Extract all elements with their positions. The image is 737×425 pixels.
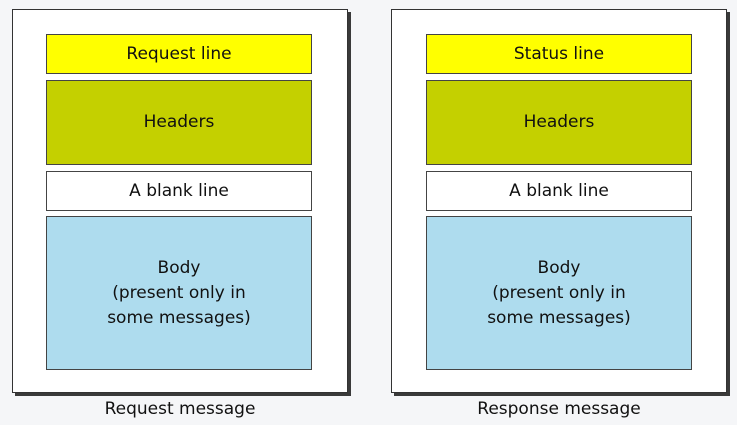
response-blank-line-label: A blank line xyxy=(509,180,609,201)
response-message-caption: Response message xyxy=(477,399,641,419)
request-blank-line-box: A blank line xyxy=(46,171,312,211)
request-body-box: Body (present only in some messages) xyxy=(46,216,312,370)
request-message-panel: Request line Headers A blank line Body (… xyxy=(12,9,348,393)
request-message-caption: Request message xyxy=(104,399,256,419)
response-headers-box: Headers xyxy=(426,80,692,165)
status-line-box: Status line xyxy=(426,34,692,74)
request-line-box: Request line xyxy=(46,34,312,74)
response-body-label: Body (present only in some messages) xyxy=(487,257,631,328)
request-line-label: Request line xyxy=(126,43,232,64)
request-body-label: Body (present only in some messages) xyxy=(107,257,251,328)
request-headers-label: Headers xyxy=(143,112,215,132)
response-message-panel: Status line Headers A blank line Body (p… xyxy=(391,9,727,393)
request-headers-box: Headers xyxy=(46,80,312,165)
response-headers-label: Headers xyxy=(523,112,595,132)
request-blank-line-label: A blank line xyxy=(129,180,229,201)
response-body-box: Body (present only in some messages) xyxy=(426,216,692,370)
response-blank-line-box: A blank line xyxy=(426,171,692,211)
status-line-label: Status line xyxy=(513,43,605,64)
